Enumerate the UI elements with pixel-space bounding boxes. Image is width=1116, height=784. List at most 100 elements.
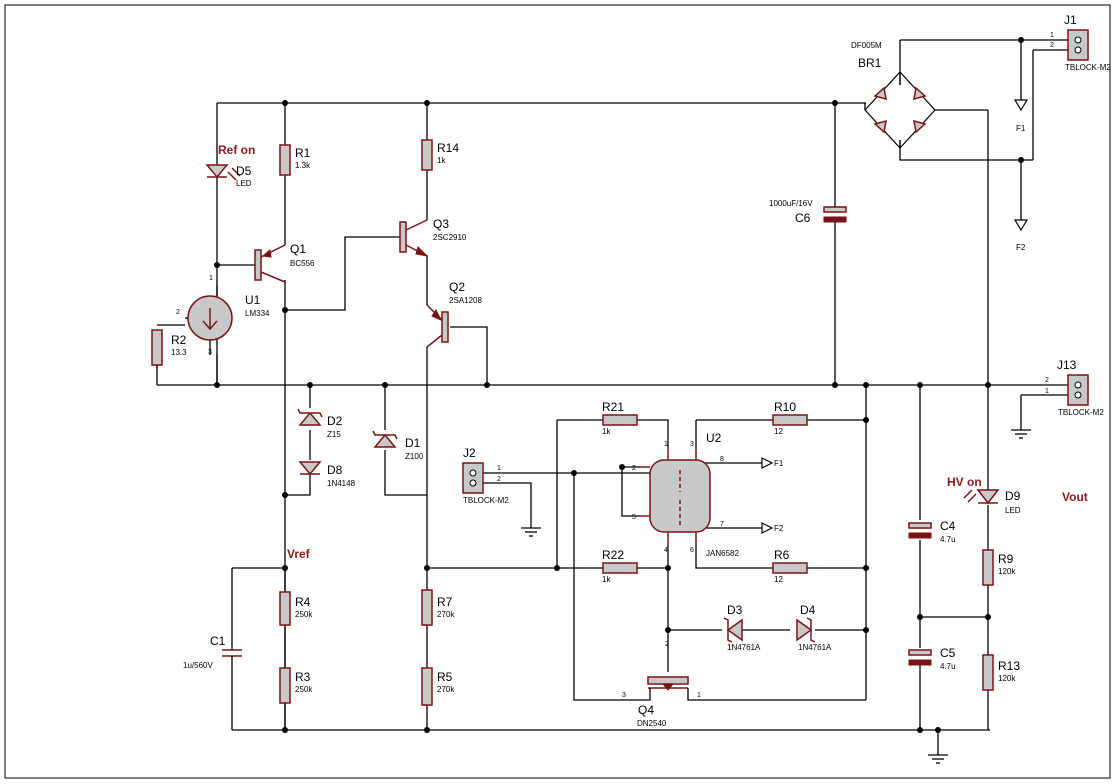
svg-text:2SC2910: 2SC2910: [433, 233, 467, 242]
vref-label: Vref: [287, 547, 311, 561]
svg-text:R22: R22: [602, 548, 624, 562]
resistor-r5: R5 270k: [421, 667, 455, 706]
svg-text:1: 1: [697, 692, 701, 699]
svg-text:BC556: BC556: [290, 259, 315, 268]
svg-text:R1: R1: [295, 146, 311, 160]
svg-text:1: 1: [664, 441, 668, 448]
svg-text:LED: LED: [236, 179, 252, 188]
svg-text:1: 1: [1050, 32, 1054, 39]
mosfet-q4: 2 3 1 Q4 DN2540: [622, 641, 701, 728]
svg-text:12: 12: [774, 575, 783, 584]
svg-text:C1: C1: [210, 634, 226, 648]
svg-text:1.3k: 1.3k: [295, 161, 311, 170]
svg-text:Ref on: Ref on: [218, 143, 255, 157]
svg-text:TBLOCK-M2: TBLOCK-M2: [1065, 63, 1111, 72]
resistor-r22: R22 1k: [602, 548, 638, 584]
svg-text:LM334: LM334: [245, 309, 270, 318]
svg-text:R2: R2: [171, 333, 187, 347]
svg-text:JAN6582: JAN6582: [706, 549, 739, 558]
sheet-border: [4, 4, 1111, 779]
svg-text:270k: 270k: [437, 610, 455, 619]
svg-text:R4: R4: [295, 595, 311, 609]
svg-text:1N4761A: 1N4761A: [727, 643, 761, 652]
svg-text:J2: J2: [463, 446, 476, 460]
current-source-u1: 1 2 3 U1 LM334: [176, 275, 270, 356]
svg-text:R9: R9: [998, 552, 1014, 566]
svg-text:8: 8: [720, 456, 724, 463]
svg-text:3: 3: [208, 349, 212, 356]
svg-text:2SA1208: 2SA1208: [449, 296, 482, 305]
resistor-r6: R6 12: [772, 548, 808, 584]
svg-text:250k: 250k: [295, 610, 313, 619]
svg-text:2: 2: [665, 641, 669, 648]
zener-d2: D2 Z15: [297, 408, 343, 439]
wires: [156, 39, 1068, 755]
svg-text:1k: 1k: [437, 156, 446, 165]
svg-text:R10: R10: [774, 400, 796, 414]
diode-d8: D8 1N4148: [298, 461, 356, 488]
resistor-r10: R10 12: [772, 400, 808, 436]
svg-text:3: 3: [622, 692, 626, 699]
svg-text:R13: R13: [998, 659, 1020, 673]
svg-text:C6: C6: [795, 211, 811, 225]
transistor-q3: Q3 2SC2910: [399, 217, 467, 257]
svg-text:5: 5: [632, 514, 636, 521]
net-label-f1: F1: [1013, 99, 1029, 133]
svg-text:4: 4: [664, 547, 668, 554]
svg-text:Z15: Z15: [327, 430, 341, 439]
svg-text:R5: R5: [437, 670, 453, 684]
svg-text:Q1: Q1: [290, 242, 306, 256]
svg-text:Q3: Q3: [433, 217, 449, 231]
svg-text:F2: F2: [1016, 243, 1026, 252]
svg-text:C4: C4: [940, 519, 956, 533]
zener-d3: D3 1N4761A: [723, 603, 761, 652]
resistor-r4: R4 250k: [279, 591, 313, 626]
ground-symbol-main: [928, 754, 948, 764]
resistor-r7: R7 270k: [421, 589, 455, 626]
svg-text:C5: C5: [940, 646, 956, 660]
svg-text:LED: LED: [1005, 506, 1021, 515]
svg-text:J13: J13: [1057, 358, 1077, 372]
svg-text:1N4761A: 1N4761A: [798, 643, 832, 652]
svg-text:HV on: HV on: [947, 475, 982, 489]
svg-text:3: 3: [690, 441, 694, 448]
resistor-r9: R9 120k: [982, 549, 1016, 586]
svg-text:4.7u: 4.7u: [940, 662, 956, 671]
svg-text:1u/560V: 1u/560V: [183, 661, 213, 670]
resistor-r14: R14 1k: [421, 139, 459, 171]
svg-text:2: 2: [632, 465, 636, 472]
ground-symbol-j2: [521, 527, 541, 537]
svg-text:1: 1: [209, 275, 213, 282]
svg-text:120k: 120k: [998, 674, 1016, 683]
connector-j2: 1 2 J2 TBLOCK-M2: [462, 446, 509, 505]
zener-d1: D1 Z100: [372, 430, 424, 461]
svg-text:1: 1: [1045, 388, 1049, 395]
svg-text:U2: U2: [706, 431, 722, 445]
svg-text:R6: R6: [774, 548, 790, 562]
svg-text:1: 1: [497, 465, 501, 472]
zener-d4: D4 1N4761A: [796, 603, 832, 652]
svg-text:2: 2: [497, 476, 501, 483]
connector-j13: 2 1 J13 TBLOCK-M2: [1045, 358, 1104, 417]
net-label-f1-u2: F1: [761, 457, 784, 469]
svg-text:F2: F2: [774, 524, 784, 533]
net-label-f2-u2: F2: [761, 522, 784, 534]
svg-text:2: 2: [176, 309, 180, 316]
svg-text:6: 6: [690, 547, 694, 554]
svg-text:1N4148: 1N4148: [327, 479, 356, 488]
svg-text:D8: D8: [327, 463, 343, 477]
ground-symbol-j13: [1011, 429, 1031, 439]
svg-text:Z100: Z100: [405, 452, 424, 461]
svg-text:2: 2: [1050, 42, 1054, 49]
svg-text:1k: 1k: [602, 427, 611, 436]
svg-text:BR1: BR1: [858, 56, 882, 70]
led-d5: Ref on D5 LED: [205, 143, 255, 188]
svg-text:R7: R7: [437, 595, 453, 609]
svg-text:12: 12: [774, 427, 783, 436]
svg-text:1000uF/16V: 1000uF/16V: [769, 199, 813, 208]
junction-dots: [214, 37, 1024, 733]
svg-text:D4: D4: [800, 603, 816, 617]
svg-text:F1: F1: [774, 459, 784, 468]
transistor-q1: Q1 BC556: [254, 242, 315, 283]
